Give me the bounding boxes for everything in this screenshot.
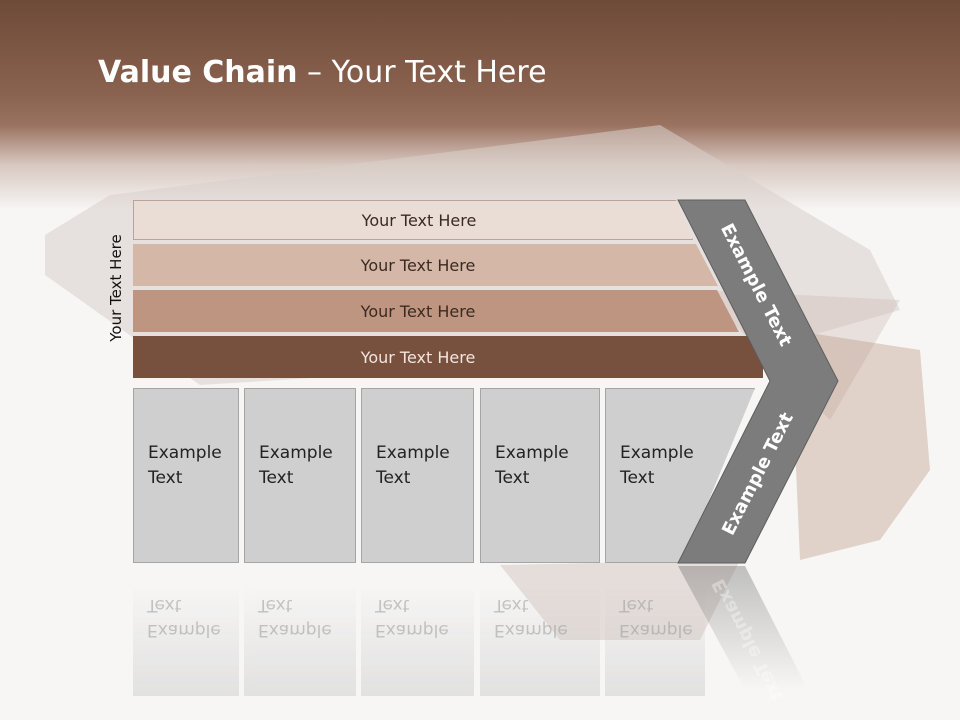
chevron-arrow-shape <box>677 199 839 564</box>
column-2: Example Text <box>244 388 356 563</box>
band-3: Your Text Here <box>133 290 739 332</box>
band-2: Your Text Here <box>133 244 718 286</box>
column-4: Example Text <box>480 388 600 563</box>
column-1-line2: Text <box>148 468 183 488</box>
band-1: Your Text Here <box>133 200 693 240</box>
column-2-line1: Example <box>259 443 333 463</box>
column-4-line1: Example <box>495 443 569 463</box>
column-3-line1: Example <box>376 443 450 463</box>
chevron-arrow-reflection <box>678 566 808 690</box>
page-title: Value Chain – Your Text Here <box>98 55 547 90</box>
band-3-label: Your Text Here <box>360 301 476 321</box>
band-1-label: Your Text Here <box>361 210 477 230</box>
band-4: Your Text Here <box>133 336 763 378</box>
column-1: Example Text <box>133 388 239 563</box>
column-3-line2: Text <box>376 468 411 488</box>
title-bold: Value Chain <box>98 55 298 90</box>
column-2-line2: Text <box>259 468 294 488</box>
column-5-line2: Text <box>620 468 655 488</box>
column-5-line1: Example <box>620 443 694 463</box>
title-rest: – Your Text Here <box>297 55 547 90</box>
band-2-label: Your Text Here <box>360 255 476 275</box>
column-1-line1: Example <box>148 443 222 463</box>
band-4-label: Your Text Here <box>360 347 476 367</box>
column-4-line2: Text <box>495 468 530 488</box>
column-3: Example Text <box>361 388 474 563</box>
